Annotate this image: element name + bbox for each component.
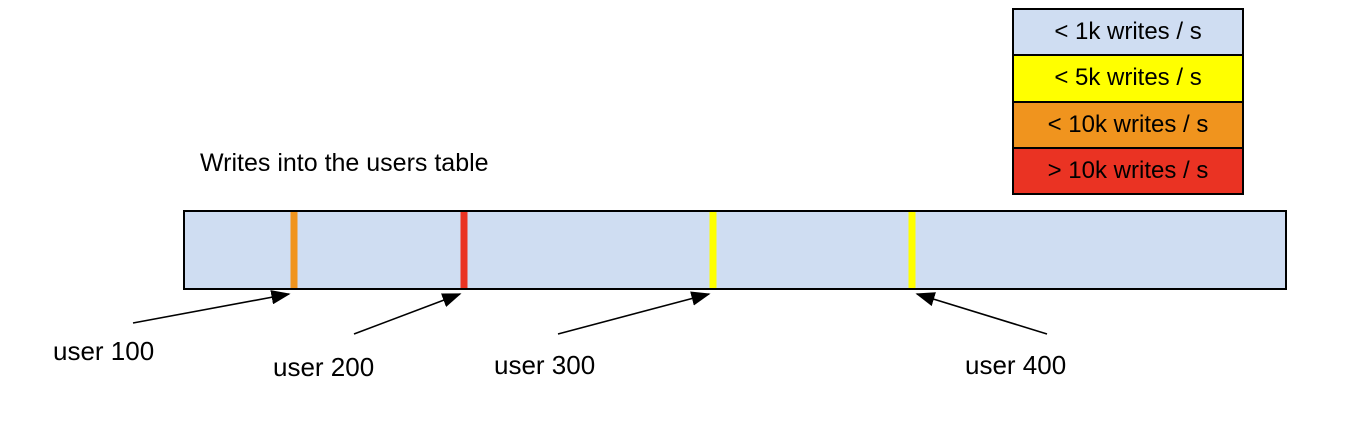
callout-label-user-100: user 100 — [53, 336, 155, 366]
arrow-user-400 — [915, 292, 1048, 335]
legend-item-lt-10k: < 10k writes / s — [1014, 100, 1242, 147]
arrow-user-300 — [557, 291, 711, 335]
write-rate-legend: < 1k writes / s < 5k writes / s < 10k wr… — [1012, 8, 1244, 195]
callout-label-user-400: user 400 — [965, 350, 1067, 380]
marker-user-300 — [709, 212, 717, 288]
callout-label-user-200: user 200 — [273, 352, 375, 382]
marker-user-400 — [908, 212, 916, 288]
arrow-user-100 — [132, 290, 291, 324]
marker-user-100 — [290, 212, 298, 288]
legend-item-lt-1k: < 1k writes / s — [1014, 10, 1242, 55]
users-table-bar — [183, 210, 1287, 290]
diagram-title: Writes into the users table — [200, 149, 489, 177]
legend-item-gt-10k: > 10k writes / s — [1014, 146, 1242, 193]
legend-item-lt-5k: < 5k writes / s — [1014, 54, 1242, 101]
marker-user-200 — [460, 212, 468, 288]
callout-label-user-300: user 300 — [494, 350, 596, 380]
arrow-user-200 — [353, 293, 462, 335]
